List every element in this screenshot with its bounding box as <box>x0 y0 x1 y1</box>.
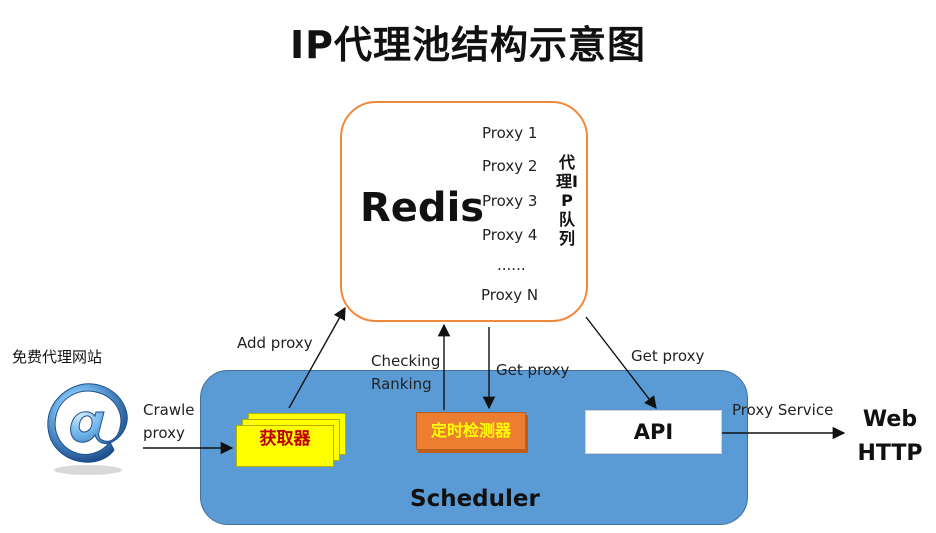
web-label: Web <box>862 407 918 432</box>
fetcher-label: 获取器 <box>259 429 311 449</box>
proxy-item-1: Proxy 1 <box>482 124 538 142</box>
fetcher-node <box>236 413 348 469</box>
proxy-item-ellipsis: ...... <box>497 256 526 274</box>
redis-container <box>340 101 588 322</box>
fetcher-sheet-front <box>236 425 334 467</box>
proxy-queue-label: 代理IP队列 <box>556 153 578 248</box>
diagram-title: IP代理池结构示意图 <box>290 23 646 67</box>
redis-label: Redis <box>360 185 485 231</box>
get-proxy-detector-label: Get proxy <box>496 361 570 379</box>
crawl-label: Crawle <box>143 401 195 419</box>
scheduler-label: Scheduler <box>410 486 540 512</box>
proxy-item-2: Proxy 2 <box>482 157 538 175</box>
api-node: API <box>585 410 722 454</box>
http-label: HTTP <box>857 441 923 466</box>
proxy-service-label: Proxy Service <box>732 401 834 419</box>
proxy-item-3: Proxy 3 <box>482 192 538 210</box>
crawl-proxy-label: proxy <box>143 424 185 442</box>
detector-node: 定时检测器 <box>416 412 526 450</box>
get-proxy-api-label: Get proxy <box>631 347 705 365</box>
proxy-item-n: Proxy N <box>481 286 539 304</box>
web-http-output: Web HTTP <box>852 403 928 471</box>
ranking-label: Ranking <box>371 375 432 393</box>
at-sign-globe-icon <box>47 383 128 475</box>
checking-label: Checking <box>371 352 441 370</box>
proxy-item-4: Proxy 4 <box>482 226 538 244</box>
add-proxy-label: Add proxy <box>237 334 313 352</box>
free-proxy-site-label: 免费代理网站 <box>12 348 103 366</box>
